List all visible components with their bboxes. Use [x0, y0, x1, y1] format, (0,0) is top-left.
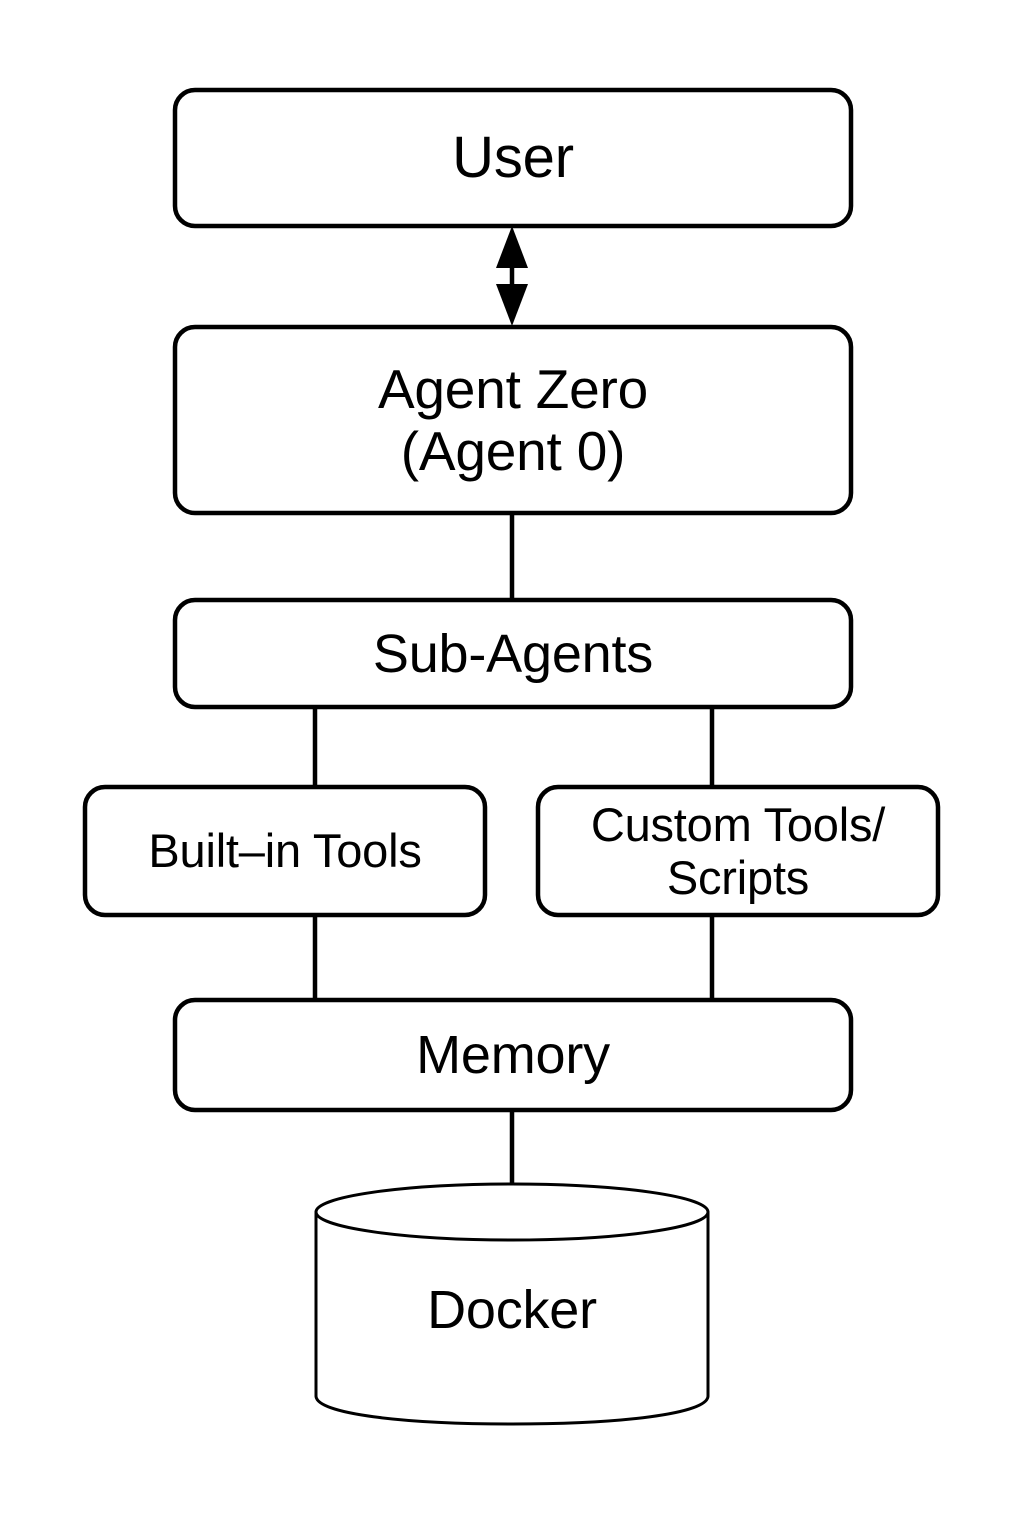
arrowhead-up-icon	[496, 226, 528, 268]
node-user-shape[interactable]	[172, 87, 854, 229]
node-built-in-tools-shape[interactable]	[82, 784, 488, 918]
node-sub-agents-shape[interactable]	[172, 597, 854, 710]
node-agent-zero-shape[interactable]	[172, 324, 854, 516]
arrowhead-down-icon	[496, 284, 528, 326]
connector-group	[312, 226, 715, 1196]
node-docker-shape[interactable]	[314, 1182, 710, 1426]
node-memory-shape[interactable]	[172, 997, 854, 1113]
edge-user-agentzero-double-arrow	[496, 226, 528, 326]
node-custom-tools-shape[interactable]	[535, 784, 941, 918]
